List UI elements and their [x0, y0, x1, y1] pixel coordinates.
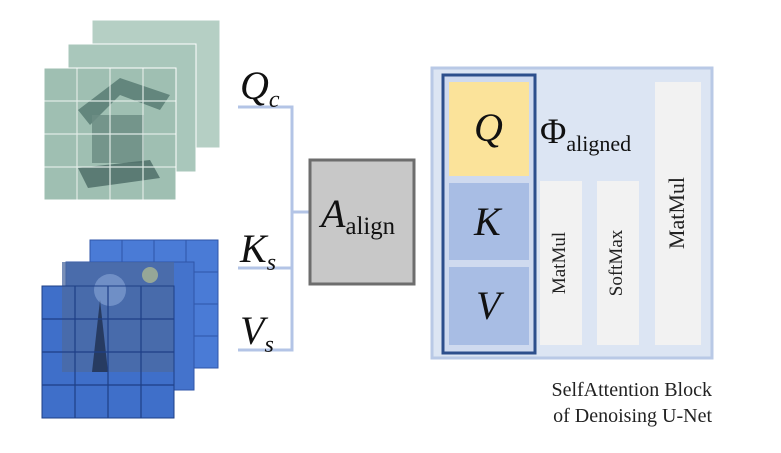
v-text: V — [476, 282, 500, 329]
align-box — [308, 158, 416, 286]
v-letter: V — [476, 283, 501, 328]
content-grid — [44, 68, 176, 200]
caption-line-1: SelfAttention Block — [551, 379, 712, 401]
q-cell — [449, 82, 529, 176]
query-subscript: c — [268, 87, 280, 114]
matmul-column-2 — [655, 82, 701, 345]
query-label: Qc — [240, 62, 280, 113]
style-grid — [42, 286, 174, 418]
key-subscript: s — [266, 250, 277, 277]
q-text: Q — [474, 104, 503, 151]
query-letter: Q — [240, 63, 269, 108]
k-letter: K — [474, 199, 501, 244]
phi-label: Φaligned — [540, 110, 631, 156]
cypress-shape — [92, 300, 108, 372]
q-letter: Q — [474, 105, 503, 150]
shrine-roof-shape — [78, 78, 170, 125]
v-cell — [449, 267, 529, 345]
content-image-stack — [43, 19, 221, 201]
softmax-column — [597, 181, 639, 345]
matmul-label-1: MatMul — [549, 231, 570, 295]
value-letter: V — [240, 308, 265, 353]
k-cell — [449, 183, 529, 260]
matmul-label-2: MatMul — [664, 176, 689, 250]
matmul-column-1 — [540, 181, 582, 345]
align-subscript: align — [345, 213, 396, 241]
shrine-body-shape — [92, 115, 144, 163]
phi-letter: Φ — [540, 111, 567, 151]
key-letter: K — [240, 226, 267, 271]
key-label: Ks — [240, 225, 276, 276]
value-connector — [238, 268, 294, 352]
style-image-stack — [41, 239, 219, 419]
caption-line-2: of Denoising U-Net — [553, 405, 712, 427]
align-label: Aalign — [321, 190, 396, 241]
value-subscript: s — [264, 332, 274, 359]
block-caption: SelfAttention Block of Denoising U-Net — [460, 377, 712, 429]
connectors — [238, 105, 310, 352]
value-label: Vs — [240, 307, 274, 358]
content-layer-front — [43, 67, 177, 201]
k-text: K — [474, 198, 501, 245]
softmax-label: SoftMax — [606, 229, 627, 297]
phi-subscript: aligned — [566, 131, 632, 156]
align-letter: A — [321, 191, 346, 236]
style-layer-front — [41, 262, 175, 419]
query-connector — [238, 105, 310, 214]
